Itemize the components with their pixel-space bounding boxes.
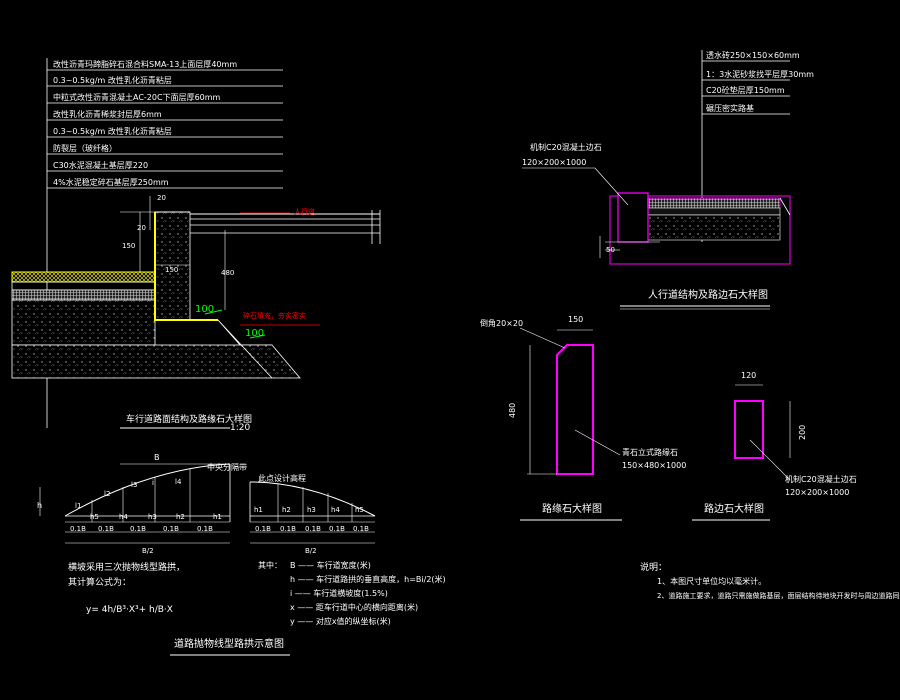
curbstone-chamfer: 倒角20×20 <box>480 318 523 328</box>
formula-intro2: 其计算公式为： <box>68 576 131 588</box>
right-seg-0: 0.1B <box>255 525 271 533</box>
right-h-4: h5 <box>355 506 364 514</box>
curbstone-width: 150 <box>568 315 583 324</box>
notes-head: 说明： <box>640 561 667 573</box>
left-l-0: l1 <box>75 502 81 510</box>
legend-3: x —— 距车行道中心的横向距离(米) <box>290 602 418 612</box>
left-layer-5: 防裂层（玻纤格） <box>53 143 117 153</box>
left-layer-2: 中粒式改性沥青混凝土AC-20C下面层厚60mm <box>53 92 221 102</box>
formula-intro: 横坡采用三次抛物线型路拱， <box>68 561 185 573</box>
left-h-1: h4 <box>119 513 128 521</box>
left-h-2: h3 <box>148 513 157 521</box>
curb-detail-title: 车行道路面结构及路缘石大样图 <box>126 413 252 425</box>
legend-head: 其中： <box>258 560 282 570</box>
dim-100a: 100 <box>195 304 214 315</box>
left-h-3: h2 <box>176 513 185 521</box>
edgestone-height: 200 <box>798 425 807 440</box>
notes: 说明： 1、本图尺寸单位均以毫米计。 2、道路施工要求，道路只需施做路基层，面层… <box>640 561 900 600</box>
pavement-section: 20 20 150 150 480 100 100 人行道 碎石填充，夯实密实 … <box>11 194 381 433</box>
dim-100b: 100 <box>245 328 264 339</box>
curbstone-height: 480 <box>508 403 517 418</box>
dim-150h: 150 <box>165 266 178 274</box>
dim-50: 50 <box>606 246 615 254</box>
right-layer-2: C20砼垫层厚150mm <box>706 85 785 95</box>
left-layer-6: C30水泥混凝土基层厚220 <box>53 160 148 170</box>
median-label: 中央分隔带 <box>207 462 247 472</box>
left-seg-4: 0.1B <box>197 525 213 533</box>
right-h-2: h3 <box>307 506 316 514</box>
right-seg-1: 0.1B <box>280 525 296 533</box>
left-l-2: l3 <box>131 481 137 489</box>
left-l-1: l2 <box>104 490 110 498</box>
right-layer-0: 透水砖250×150×60mm <box>706 50 800 60</box>
edgestone-width: 120 <box>741 371 756 380</box>
design-elev-label: 此点设计高程 <box>258 473 306 483</box>
left-layer-list: 改性沥青玛蹄脂碎石混合料SMA-13上面层厚40mm 0.3~0.5kg/m 改… <box>46 58 283 428</box>
right-h-3: h4 <box>331 506 340 514</box>
left-h-4: h1 <box>213 513 222 521</box>
left-l-3: l4 <box>175 478 182 486</box>
edgestone-size: 120×200×1000 <box>785 488 849 497</box>
right-seg-2: 0.1B <box>305 525 321 533</box>
legend-1: h —— 车行道路拱的垂直高度，h=Bi/2(米) <box>290 574 446 584</box>
dim-20a: 20 <box>157 194 166 202</box>
edgestone-label: 机制C20混凝土边石 <box>785 474 857 484</box>
curbstone-size: 150×480×1000 <box>622 461 686 470</box>
left-seg-2: 0.1B <box>130 525 146 533</box>
left-h-0: h5 <box>90 513 99 521</box>
note-0: 1、本图尺寸单位均以毫米计。 <box>657 576 766 586</box>
right-h-0: h1 <box>254 506 263 514</box>
curbstone-detail: 倒角20×20 150 480 青石立式路缘石 150×480×1000 路缘石… <box>480 315 686 521</box>
dim-480: 480 <box>221 269 234 277</box>
right-h-1: h2 <box>282 506 291 514</box>
right-seg-4: 0.1B <box>353 525 369 533</box>
left-seg-3: 0.1B <box>163 525 179 533</box>
camber-diagram: h B h5 h4 h3 h2 h1 l1 l2 l3 l4 i 0.1B 0.… <box>37 453 446 656</box>
left-half: B/2 <box>142 547 154 555</box>
left-layer-3: 改性乳化沥青稀浆封层厚6mm <box>53 109 162 119</box>
right-seg-3: 0.1B <box>329 525 345 533</box>
curbstone-title: 路缘石大样图 <box>542 502 602 515</box>
formula: y= 4h/B³·X³+ h/B·X <box>86 605 173 615</box>
left-layer-0: 改性沥青玛蹄脂碎石混合料SMA-13上面层厚40mm <box>53 59 237 69</box>
sidewalk-curb-label: 机制C20混凝土边石 <box>530 142 602 152</box>
left-seg-1: 0.1B <box>98 525 114 533</box>
i-label: i <box>152 479 154 487</box>
dim-20b: 20 <box>137 224 146 232</box>
left-layer-7: 4%水泥稳定碎石基层厚250mm <box>53 177 169 187</box>
sidewalk-curb-size: 120×200×1000 <box>522 158 586 167</box>
curbstone-label: 青石立式路缘石 <box>622 447 678 457</box>
B-label: B <box>154 453 160 462</box>
sidewalk-detail-title: 人行道结构及路边石大样图 <box>648 288 768 301</box>
label-sidewalk: 人行道 <box>294 207 315 216</box>
left-seg-0: 0.1B <box>70 525 86 533</box>
label-backfill: 碎石填充，夯实密实 <box>243 311 306 320</box>
edgestone-title: 路边石大样图 <box>704 502 764 515</box>
legend-2: i —— 车行道横坡度(1.5%) <box>290 588 388 598</box>
left-layer-4: 0.3~0.5kg/m 改性乳化沥青粘层 <box>53 126 172 136</box>
camber-title: 道路抛物线型路拱示意图 <box>174 637 284 650</box>
right-layer-3: 碾压密实路基 <box>706 103 754 113</box>
legend-4: y —— 对应x值的纵坐标(米) <box>290 616 391 626</box>
curb-detail-scale: 1:20 <box>230 423 250 433</box>
left-layer-1: 0.3~0.5kg/m 改性乳化沥青粘层 <box>53 75 172 85</box>
edgestone-detail: 120 200 机制C20混凝土边石 120×200×1000 路边石大样图 <box>692 371 857 521</box>
right-half: B/2 <box>305 547 317 555</box>
legend-0: B —— 车行道宽度(米) <box>290 560 371 570</box>
note-1: 2、道路施工要求，道路只需施做路基层，面层结构待地块开发时与周边道路同步实施。 <box>657 591 900 600</box>
sidewalk-detail: 透水砖250×150×60mm 1：3水泥砂浆找平层厚30mm C20砼垫层厚1… <box>522 50 814 310</box>
h-label: h <box>37 501 42 510</box>
dim-150v: 150 <box>122 242 135 250</box>
right-layer-1: 1：3水泥砂浆找平层厚30mm <box>706 69 814 79</box>
